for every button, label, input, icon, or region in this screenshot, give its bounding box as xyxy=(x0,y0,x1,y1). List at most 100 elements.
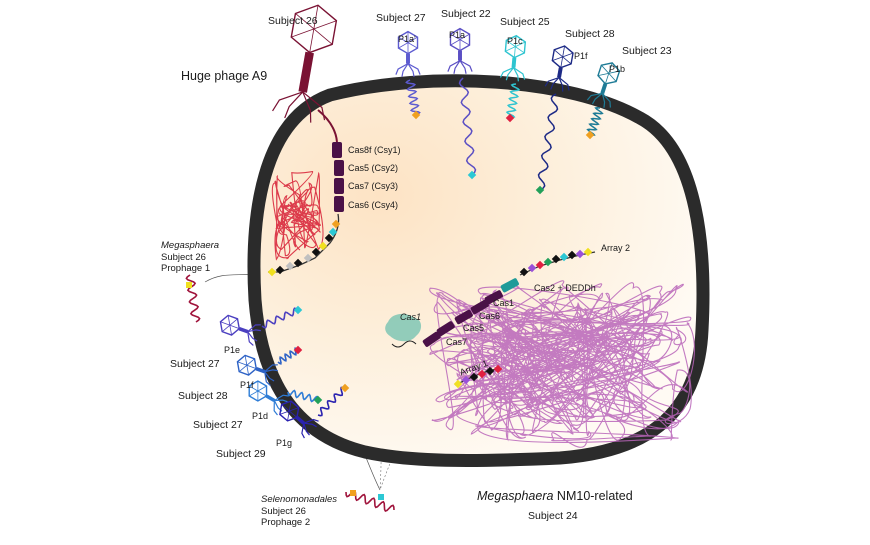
top-phage-dna xyxy=(458,77,477,176)
phage-tail-fiber xyxy=(601,93,606,108)
left-phage-code-3: P1d xyxy=(252,411,269,421)
phage-tail xyxy=(406,53,410,64)
phage-tail-fiber xyxy=(586,92,603,101)
top-phage-2 xyxy=(447,27,473,74)
top-phage-5 xyxy=(586,62,621,108)
cell-membrane xyxy=(247,74,710,467)
phage-tail-fiber xyxy=(513,67,526,80)
phage-tail xyxy=(238,326,249,334)
free-cas1-label: Cas1 xyxy=(400,312,422,322)
phage-tail xyxy=(511,57,517,68)
phage-tail-fiber xyxy=(459,60,473,72)
top-phage-code-2: P1a xyxy=(449,30,466,40)
host-cas-gene xyxy=(470,299,489,315)
array-1-spacer xyxy=(461,375,471,385)
spacer-chromosomes xyxy=(267,142,596,389)
phage-tail xyxy=(295,416,305,425)
phage-tail-fiber xyxy=(544,76,560,87)
host-cas5-label: Cas5 xyxy=(463,323,485,333)
host-cas-gene xyxy=(422,331,441,347)
top-phage-subject-3: Subject 25 xyxy=(500,16,550,28)
top-phage-subject-1: Subject 27 xyxy=(376,12,426,24)
left-phage-code-4: P1g xyxy=(276,438,293,448)
host-cas6-label: Cas6 xyxy=(479,311,501,321)
array-2-spacer xyxy=(519,267,529,277)
top-phage-subject-2: Subject 22 xyxy=(441,8,491,20)
phage-cas-gene xyxy=(332,142,342,158)
host-strain: NM10-related xyxy=(553,489,633,503)
prophage-1-name: Prophage 1 xyxy=(161,263,211,274)
top-phage-code-3: P1c xyxy=(507,36,523,46)
array-1-spacer xyxy=(493,364,503,374)
top-phage-code-5: P1b xyxy=(609,64,626,74)
top-phage-3 xyxy=(499,34,527,82)
top-phage-code-4: P1f xyxy=(574,51,588,61)
array-1-spacer xyxy=(485,366,495,376)
phage-head-facet xyxy=(450,33,470,46)
phage-cas-gene xyxy=(334,196,344,212)
phage-spacer xyxy=(331,219,341,229)
prophage-2-mark xyxy=(378,494,384,500)
prophage-1-genus: Megasphaera xyxy=(161,240,220,251)
phage-tail-fiber xyxy=(272,91,303,112)
phage-cas-gene xyxy=(334,160,344,176)
array-2-spacer xyxy=(535,260,545,270)
phage-spacer xyxy=(303,253,313,263)
phage-tail xyxy=(255,366,266,374)
phage-tail-fiber xyxy=(274,399,288,403)
phage-tail-fiber xyxy=(247,331,258,342)
array-2-spacer xyxy=(551,254,561,264)
phage-tail-fiber xyxy=(459,60,467,74)
phage-tail-fiber xyxy=(558,77,570,91)
phage-cas5-label: Cas5 (Csy2) xyxy=(348,163,399,173)
phage-head-facet xyxy=(238,358,255,372)
array-2-spacer xyxy=(543,257,553,267)
phage-tail-fiber xyxy=(303,418,319,424)
protospacer-mark xyxy=(411,110,421,120)
phage-tail-fiber xyxy=(401,63,409,77)
phage-tail-fiber xyxy=(512,67,519,82)
host-cas-gene xyxy=(500,278,519,293)
left-phage-4 xyxy=(279,400,319,439)
phage-spacer xyxy=(293,258,303,268)
protospacer-mark xyxy=(293,345,303,355)
phage-tail xyxy=(600,83,608,94)
left-phage-3 xyxy=(248,380,289,416)
left-phage-subject-1: Subject 27 xyxy=(170,358,220,370)
phage-tail xyxy=(458,50,462,61)
phage-tail-fiber xyxy=(284,91,304,119)
top-phage-dna xyxy=(586,106,604,137)
protospacer-mark xyxy=(293,305,303,315)
free-cas1-rna xyxy=(391,340,417,348)
host-cas2-label: Cas2 + DEDDh xyxy=(534,283,596,293)
phage-tail-fiber xyxy=(273,400,278,416)
phage-tail-fiber xyxy=(303,423,310,436)
phage-tail-fiber xyxy=(505,67,514,81)
left-phage-dna xyxy=(277,347,299,365)
phage-tail-fiber xyxy=(407,63,415,77)
phage-spacer xyxy=(328,227,338,237)
left-phage-1 xyxy=(219,314,261,346)
top-phage-code-1: P1a' xyxy=(398,34,416,44)
phage-tail-fiber xyxy=(301,423,305,439)
host-subject: Subject 24 xyxy=(528,510,578,522)
host-cas-gene xyxy=(454,309,473,325)
phage-tail-fiber xyxy=(264,371,271,386)
phage-tail-fiber xyxy=(395,63,409,75)
phage-spacer xyxy=(318,241,328,251)
top-phage-4 xyxy=(544,45,574,92)
top-phage-dna xyxy=(537,93,559,191)
phage-tail-fiber xyxy=(558,77,564,92)
huge-phage-subject: Subject 26 xyxy=(268,15,318,27)
prophage-2-mark xyxy=(350,490,356,496)
host-cas7-label: Cas7 xyxy=(446,337,468,347)
top-phage-subject-4: Subject 28 xyxy=(565,28,615,40)
host-cell xyxy=(247,74,710,467)
phage-tail xyxy=(265,394,276,403)
huge-phage-dna xyxy=(317,109,338,143)
free-cas1-protein xyxy=(385,313,422,342)
array-2-spacer xyxy=(527,263,537,273)
array-1-spacer xyxy=(453,379,463,389)
